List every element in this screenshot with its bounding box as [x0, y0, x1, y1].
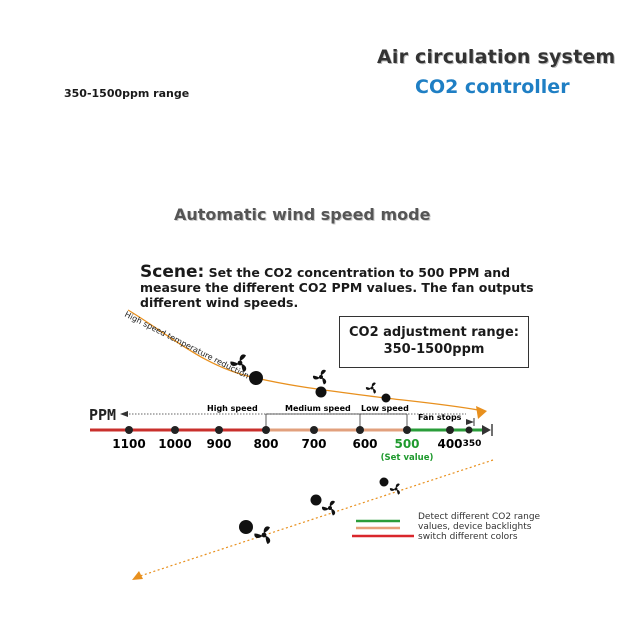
scene-text: Set the CO2 concentration to 500 PPM and… — [140, 265, 534, 310]
tick-label: 400 — [437, 437, 462, 451]
tick-dot — [356, 426, 364, 434]
tick-label: 900 — [206, 437, 231, 451]
dot-low — [381, 393, 391, 403]
tick-label: 350 — [463, 439, 482, 449]
tick-label: 600 — [352, 437, 377, 451]
tick-label: 700 — [301, 437, 326, 451]
tick-dot — [215, 426, 223, 434]
tick-label: 1000 — [158, 437, 191, 451]
zone-fan-stops: Fan stops — [418, 413, 462, 422]
tick-label-set: 500 — [394, 437, 419, 451]
range-note: 350-1500ppm range — [64, 87, 190, 100]
tick-label: 1100 — [112, 437, 145, 451]
tick-dot — [171, 426, 179, 434]
legend-text-2: values, device backlights — [418, 522, 532, 532]
range-box-title: CO2 adjustment range: — [348, 325, 520, 340]
dot-medium — [315, 386, 327, 398]
fan-icon — [389, 483, 401, 496]
zone-arrow — [120, 411, 128, 417]
zone-high: High speed — [207, 404, 258, 413]
range-box-value: 350-1500ppm — [383, 342, 485, 357]
brand-subtitle: CO2 controller — [415, 76, 570, 98]
ppm-unit: PPM — [89, 406, 116, 424]
dot-lower-medium — [310, 494, 322, 506]
upper-curve-arrow — [476, 406, 487, 419]
lower-curve-arrow — [132, 571, 143, 580]
fan-icon — [365, 382, 377, 395]
set-value-label: (Set value) — [381, 453, 434, 463]
tick-dot — [446, 426, 454, 434]
scene-label: Scene: — [140, 262, 205, 282]
range-box: CO2 adjustment range: 350-1500ppm — [339, 316, 529, 368]
fan-icon — [312, 369, 328, 385]
fan-stop-arrow — [466, 419, 474, 425]
mode-title: Automatic wind speed mode — [174, 205, 431, 224]
scene-description: Scene: Set the CO2 concentration to 500 … — [140, 262, 560, 311]
tick-dot — [403, 426, 411, 434]
upper-curve — [127, 309, 479, 411]
dot-high — [249, 371, 263, 385]
dot-lower-high — [239, 520, 253, 534]
tick-dot — [310, 426, 318, 434]
zone-low: Low speed — [361, 404, 409, 413]
zone-medium: Medium speed — [285, 404, 351, 413]
legend-text-3: switch different colors — [418, 532, 518, 542]
tick-label: 800 — [253, 437, 278, 451]
brand-title: Air circulation system — [377, 46, 616, 68]
tick-dot — [465, 426, 473, 434]
lower-curve — [139, 459, 494, 577]
legend-text-1: Detect different CO2 range — [418, 512, 541, 522]
dot-lower-low — [379, 477, 389, 487]
tick-dot — [262, 426, 270, 434]
tick-dot — [125, 426, 133, 434]
axis-end-arrow — [482, 425, 491, 435]
fan-icon — [253, 526, 272, 545]
curve-label: High speed temperature reduction — [123, 310, 250, 381]
